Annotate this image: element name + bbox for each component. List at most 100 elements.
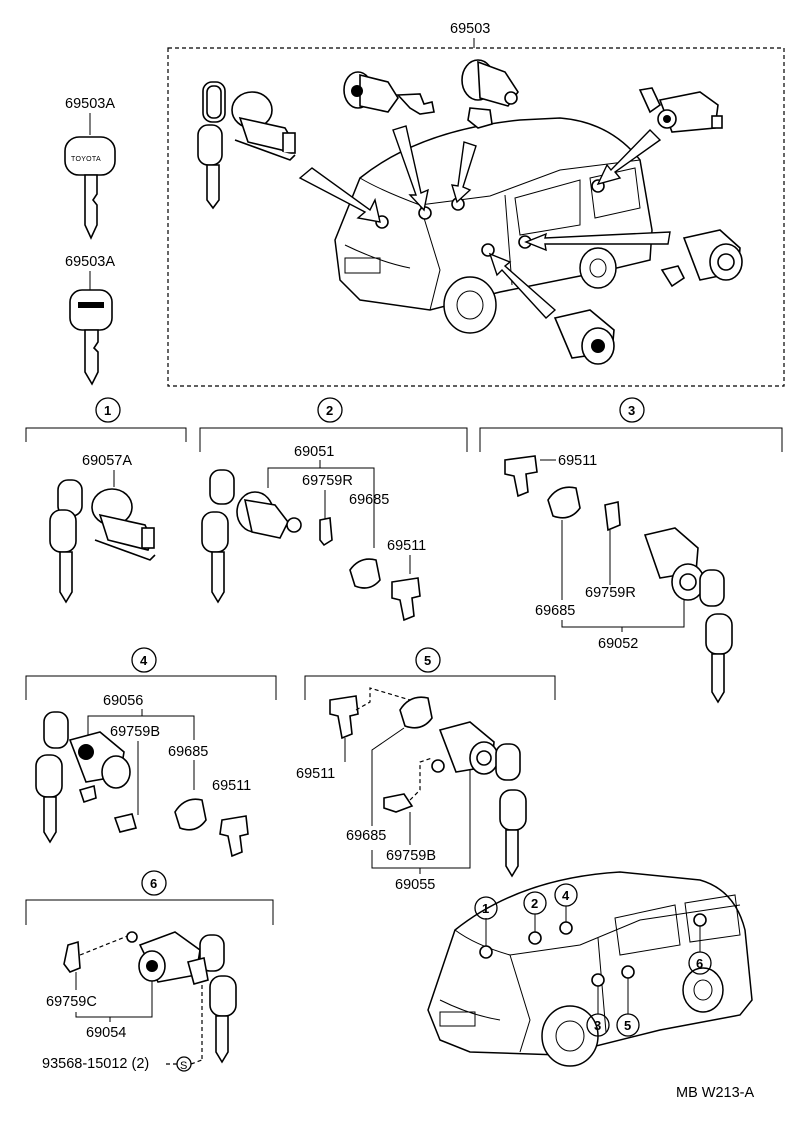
part-label-69056: 69056: [103, 693, 143, 709]
part-label-69685: 69685: [349, 492, 389, 508]
assembly-bracket: [87, 715, 195, 740]
van-callout-2: [523, 891, 547, 915]
part-label-69511-g5: 69511: [296, 766, 335, 782]
door-lock-cylinder-4: [35, 711, 249, 858]
kit-dashed-box: [167, 47, 785, 387]
group-4-bracket: [25, 675, 277, 700]
group-5-circle: [415, 647, 441, 673]
key-2: 69503A: [65, 254, 115, 386]
part-label-93568-15012: 93568-15012 (2): [42, 1056, 149, 1072]
van-illustration-top: [334, 117, 653, 334]
van-callout-1-number: 1: [482, 901, 489, 916]
assembly-bracket: [371, 765, 471, 869]
group-4-number: 4: [140, 653, 148, 668]
part-label-69054: 69054: [86, 1025, 126, 1041]
group-5-number: 5: [424, 653, 431, 668]
door-lock-cylinder-3: [643, 527, 733, 704]
van-callout-1: [474, 896, 498, 920]
group-4-circle: [131, 647, 157, 673]
part-label-69685-g5: 69685: [346, 828, 386, 844]
kit-door-cylinder-1: [343, 71, 435, 115]
dashed-link: [355, 687, 411, 711]
van-callout-2-number: 2: [531, 896, 538, 911]
van-callout-3: [586, 1013, 610, 1037]
key-blade: [84, 174, 98, 240]
part-label-69759B: 69759B: [110, 724, 160, 740]
group-2-bracket: [199, 427, 468, 452]
location-van: 1 2 3 4 5 6: [427, 871, 753, 1067]
part-label-69759C: 69759C: [46, 994, 97, 1010]
part-label-69759R: 69759R: [302, 473, 353, 489]
diagram-code: MB W213-A: [676, 1085, 754, 1101]
group-1-number: 1: [104, 403, 111, 418]
group-6-circle: [141, 870, 167, 896]
dashed-link: [190, 1059, 203, 1065]
screw-symbol: S: [180, 1060, 187, 1072]
group-6-number: 6: [150, 876, 157, 891]
glove-box-lock-cylinder: [126, 931, 237, 1064]
clip-part-5: [329, 695, 359, 740]
part-label-69052: 69052: [598, 636, 638, 652]
kit-rear-cylinder: [660, 229, 743, 288]
key-2-part-label: 69503A: [65, 254, 115, 270]
group-1-bracket: [25, 427, 187, 442]
assembly-bracket: [561, 595, 685, 628]
group-2: 2 69051 69759R 69685 69511: [199, 397, 468, 622]
group-6: 6 69759C 69054 93568-15012 (2) S: [25, 870, 274, 1072]
van-callout-6-number: 6: [696, 956, 703, 971]
assembly-bracket: [75, 978, 153, 1018]
leader-line: [371, 727, 405, 826]
retainer-part: [547, 486, 581, 519]
door-lock-cylinder: [201, 469, 421, 622]
group-2-number: 2: [326, 403, 333, 418]
kit-door-cylinder-2: [461, 59, 519, 129]
group-1-circle: [95, 397, 121, 423]
group-2-circle: [317, 397, 343, 423]
retainer-part-5: [399, 696, 433, 729]
part-label-69051: 69051: [294, 444, 334, 460]
part-label-69511: 69511: [387, 538, 426, 554]
part-label-69503: 69503: [450, 21, 490, 37]
part-label-69055: 69055: [395, 877, 435, 893]
van-callout-5-number: 5: [624, 1018, 631, 1033]
clip-part: [504, 455, 538, 498]
group-5-bracket: [304, 675, 556, 700]
dashed-link: [79, 934, 131, 956]
key-logo: TOYOTA: [71, 156, 101, 163]
group-5: 5 69511 69685 69759B 69055: [296, 647, 556, 893]
group-3-circle: [619, 397, 645, 423]
part-label-69759B-g5: 69759B: [386, 848, 436, 864]
part-label-69511-g3: 69511: [558, 453, 597, 469]
kit-69503-section: 69503: [167, 21, 785, 387]
key-1: 69503A TOYOTA: [64, 96, 116, 240]
group-3-number: 3: [628, 403, 635, 418]
lever-part-6: [63, 940, 81, 973]
part-label-69759R-g3: 69759R: [585, 585, 636, 601]
door-lock-cylinder-5: [431, 721, 527, 878]
assembly-bracket: [267, 467, 375, 548]
key-logo-mark: [78, 302, 104, 308]
van-callout-4-number: 4: [562, 888, 570, 903]
kit-glove-cylinder: [553, 309, 615, 365]
lever-part-5: [383, 793, 414, 813]
group-1: 1 69057A: [25, 397, 187, 604]
group-4: 4 69056 69759B 69685 69511: [25, 647, 277, 858]
van-callout-6: [688, 951, 712, 975]
van-callout-3-number: 3: [594, 1018, 601, 1033]
ignition-lock-cylinder: [49, 479, 156, 604]
part-label-69685-g3: 69685: [535, 603, 575, 619]
part-label-69057A: 69057A: [82, 453, 132, 469]
group-3-bracket: [479, 427, 783, 452]
key-1-part-label: 69503A: [65, 96, 115, 112]
key-head: [69, 289, 113, 331]
kit-hatch-cylinder: [638, 87, 723, 133]
part-label-69685-g4: 69685: [168, 744, 208, 760]
kit-ignition-cylinder: [197, 81, 296, 210]
van-callout-4: [554, 883, 578, 907]
location-arrows: [298, 125, 671, 319]
van-callout-5: [616, 1013, 640, 1037]
key-blade: [84, 329, 99, 386]
group-6-bracket: [25, 899, 274, 925]
